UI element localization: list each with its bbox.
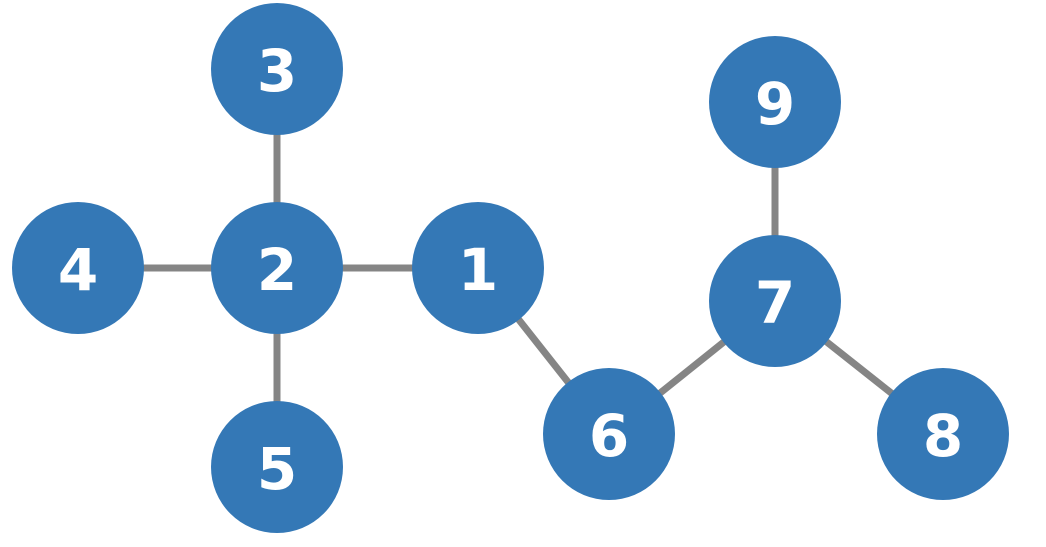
node-label: 8	[923, 402, 963, 470]
node-circle	[412, 202, 544, 334]
node-7: 7	[709, 235, 841, 367]
node-label: 2	[257, 236, 297, 304]
node-2: 2	[211, 202, 343, 334]
node-label: 9	[755, 70, 795, 138]
node-circle	[12, 202, 144, 334]
node-8: 8	[877, 368, 1009, 500]
node-9: 9	[709, 36, 841, 168]
node-3: 3	[211, 3, 343, 135]
node-circle	[211, 202, 343, 334]
node-5: 5	[211, 401, 343, 533]
node-label: 3	[257, 37, 297, 105]
node-circle	[211, 401, 343, 533]
node-circle	[709, 36, 841, 168]
node-1: 1	[412, 202, 544, 334]
node-label: 7	[755, 269, 795, 337]
node-label: 4	[58, 236, 98, 304]
node-circle	[211, 3, 343, 135]
node-layer: 1 2 3 4 5 6 7 8 9	[12, 3, 1009, 533]
node-4: 4	[12, 202, 144, 334]
node-label: 5	[257, 435, 297, 503]
node-circle	[709, 235, 841, 367]
node-label: 6	[589, 402, 629, 470]
node-circle	[543, 368, 675, 500]
node-circle	[877, 368, 1009, 500]
node-label: 1	[458, 236, 498, 304]
node-6: 6	[543, 368, 675, 500]
